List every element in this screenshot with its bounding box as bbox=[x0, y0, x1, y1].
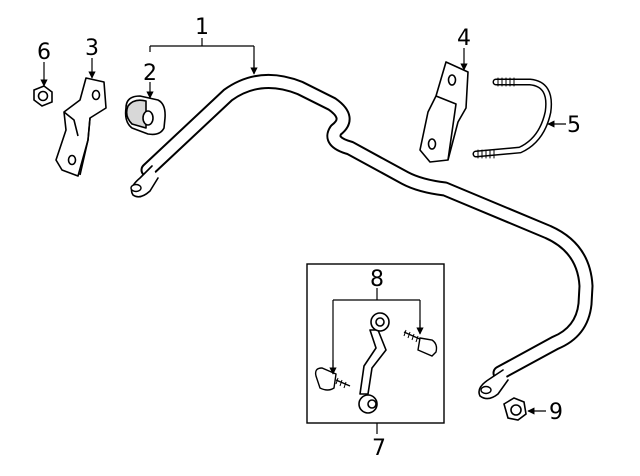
callout-8: 8 bbox=[370, 267, 384, 292]
link-bolt-right-part bbox=[403, 329, 438, 357]
nut-left-part bbox=[33, 85, 53, 107]
u-bolt-part bbox=[472, 77, 553, 159]
callout-7: 7 bbox=[372, 436, 386, 461]
callout-3: 3 bbox=[85, 36, 99, 61]
bracket-right-part bbox=[419, 61, 469, 163]
bracket-left-part bbox=[55, 77, 107, 177]
callout-1: 1 bbox=[195, 15, 209, 40]
callout-6: 6 bbox=[37, 40, 51, 65]
callout-2: 2 bbox=[143, 61, 157, 86]
stabilizer-link-part bbox=[358, 312, 390, 414]
callout-5: 5 bbox=[567, 113, 581, 138]
leader-lines bbox=[40, 38, 566, 434]
callout-4: 4 bbox=[457, 26, 471, 51]
stabilizer-bar bbox=[130, 73, 594, 400]
bushing-part bbox=[124, 95, 166, 136]
nut-right-part bbox=[503, 397, 527, 421]
callout-9: 9 bbox=[549, 400, 563, 425]
